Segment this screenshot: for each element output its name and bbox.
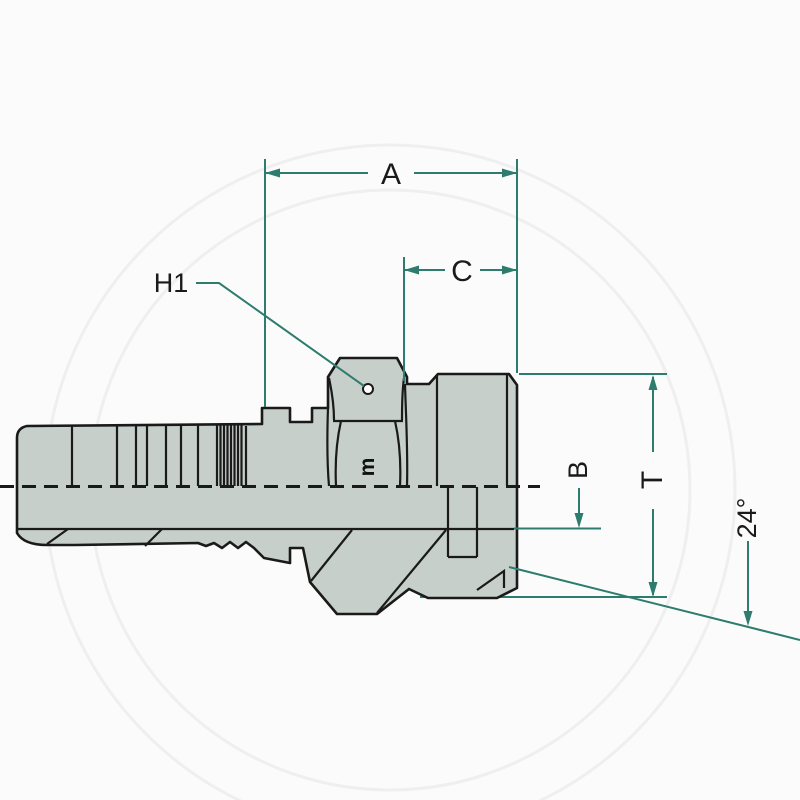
dim-b-arrow <box>574 513 584 528</box>
crimp-lines <box>219 425 248 486</box>
barb-transition-lines <box>46 528 163 547</box>
thread-undercut-lines <box>446 487 506 591</box>
h1-leader-line <box>196 282 365 387</box>
dim-t-label: T <box>636 471 669 489</box>
h1-label: H1 <box>154 268 189 298</box>
dim-t-arrow-bottom <box>648 582 658 597</box>
dim-b-label: B <box>563 461 593 479</box>
dim-t-arrow-top <box>648 375 658 390</box>
dim-c: C <box>403 255 517 381</box>
barb-serrations <box>70 425 219 486</box>
dim-c-label: C <box>451 255 473 288</box>
dim-c-arrow-right <box>502 265 517 275</box>
dim-a-arrow-left <box>265 168 280 178</box>
dim-angle: 24° <box>508 498 800 641</box>
cone-angle-line <box>508 566 800 641</box>
hex-lower-corner-lines <box>310 529 447 614</box>
dim-a-label: A <box>381 158 401 191</box>
dimensions: A C H1 B T <box>154 158 800 641</box>
dim-t: T <box>519 373 669 597</box>
dim-a: A <box>264 158 518 407</box>
dim-c-arrow-left <box>404 265 419 275</box>
dim-h1: H1 <box>154 268 365 387</box>
hex-nut-edges <box>326 377 409 487</box>
dim-b: B <box>514 461 601 530</box>
cone-angle-arrow <box>743 611 753 626</box>
thread-edges <box>435 375 509 486</box>
hex-punch-mark <box>362 383 374 395</box>
cone-angle-label: 24° <box>732 498 762 539</box>
dim-a-arrow-right <box>502 168 517 178</box>
thread-stamp: m <box>356 458 379 477</box>
